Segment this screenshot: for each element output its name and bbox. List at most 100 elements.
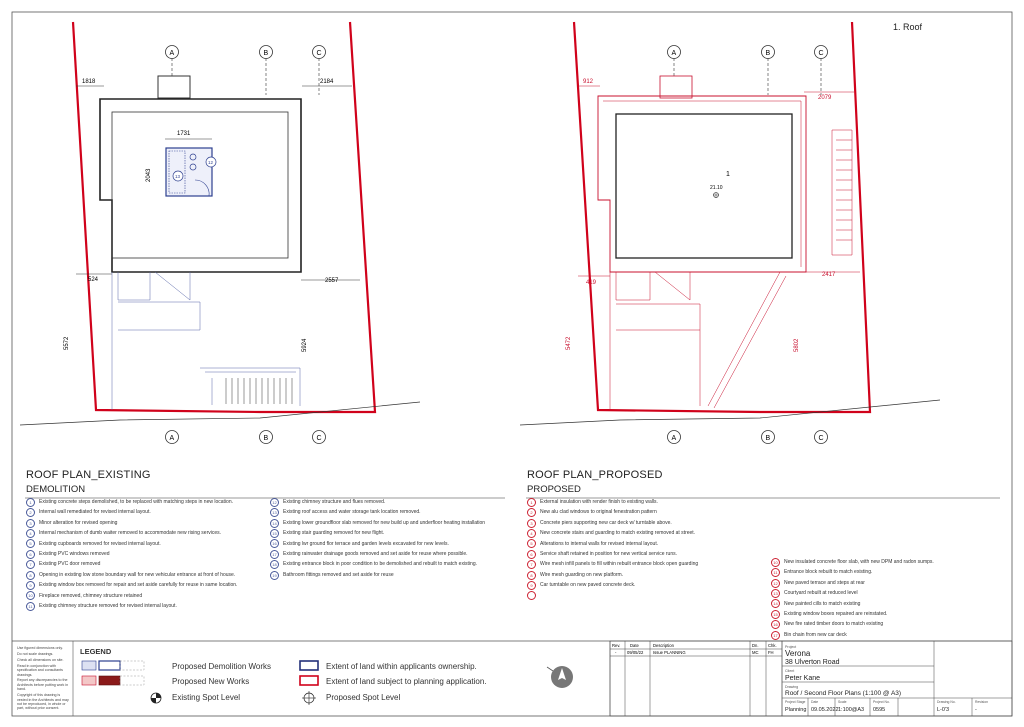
note-item: 1 External insulation with render finish …	[527, 497, 698, 507]
note-text: Existing chimney structure removed for r…	[39, 603, 177, 610]
note-item: 11 Existing chimney structure removed for…	[26, 601, 237, 611]
drawing-scale: 1:100@A3	[838, 707, 864, 713]
existing-plan-title: ROOF PLAN_EXISTING	[26, 469, 151, 481]
note-number: 4	[527, 528, 536, 538]
proposed-dim-mid-right: 2417	[822, 272, 836, 278]
note-number: 6	[26, 549, 35, 559]
existing-spot-level-icon	[150, 692, 162, 704]
legend-new-swatch	[98, 675, 121, 686]
svg-text:Issue PLANNING: Issue PLANNING	[653, 650, 686, 655]
note-number: 15	[270, 528, 279, 538]
note-number: 9	[527, 580, 536, 590]
note-number: 15	[771, 609, 780, 619]
note-number: 10	[771, 557, 780, 567]
svg-text:13: 13	[175, 174, 181, 179]
note-number: 19	[270, 570, 279, 580]
existing-lower-structure	[111, 271, 301, 410]
note-text: Existing window boxes repaired are reins…	[784, 611, 888, 618]
note-number: 7	[527, 560, 536, 570]
existing-plan: A B C 1818 2184 1731 2043 13 12	[19, 21, 421, 444]
dim-tank-h: 2043	[146, 168, 152, 182]
proposed-side-stair	[831, 129, 853, 256]
north-arrow-icon	[546, 666, 573, 688]
tag-13	[172, 170, 184, 182]
revision-row: -	[615, 650, 617, 655]
note-text: Minor alteration for revised opening	[39, 519, 118, 526]
svg-text:Project Stage: Project Stage	[785, 700, 805, 704]
svg-text:C: C	[819, 50, 824, 57]
legend-planning-label: Extent of land subject to planning appli…	[326, 677, 487, 686]
note-number	[527, 590, 536, 600]
note-text: Car turntable on new paved concrete deck…	[540, 582, 636, 589]
svg-text:Rev.: Rev.	[612, 643, 620, 648]
dim-top-right: 2184	[320, 79, 334, 85]
note-item: 8 Opening in existing low stone boundary …	[26, 570, 237, 580]
note-number: 1	[527, 497, 536, 507]
note-number: 16	[771, 620, 780, 630]
note-number: 5	[26, 539, 35, 549]
client-label: Client	[785, 669, 794, 673]
title-block-grid	[781, 640, 1013, 717]
dim-top-left: 1818	[82, 79, 96, 85]
revision-value: -	[975, 707, 977, 713]
svg-text:A: A	[170, 435, 175, 442]
dim-mid-right: 2557	[325, 278, 339, 284]
svg-text:Dn.: Dn.	[752, 643, 759, 648]
drawing-title: Roof / Second Floor Plans (1:100 @ A3)	[785, 690, 901, 697]
existing-plan-subtitle: DEMOLITION	[26, 484, 86, 495]
note-text: Entrance block rebuilt to match existing…	[784, 569, 873, 576]
note-text: Existing PVC door removed	[39, 561, 101, 568]
proposed-lower-structure	[609, 271, 787, 410]
note-text: Concrete piers supporting new car deck w…	[540, 519, 672, 526]
note-number: 8	[527, 570, 536, 580]
note-text: Service shaft retained in position for n…	[540, 551, 678, 558]
svg-text:B: B	[264, 435, 269, 442]
note-text: External insulation with render finish t…	[540, 499, 658, 505]
note-number: 1	[26, 497, 35, 507]
disclaimer-line: Use figured dimensions only.	[17, 646, 63, 650]
note-text: Opening in existing low stone boundary w…	[39, 571, 236, 578]
note-number: 11	[26, 601, 35, 611]
proposed-grid-top: A B C	[667, 45, 828, 95]
note-item: 19 Bathroom fittings removed and set asid…	[270, 570, 485, 580]
note-number: 14	[771, 599, 780, 609]
note-text: New alu clad windows to original fenestr…	[540, 509, 657, 516]
note-text: Bathroom fittings removed and set aside …	[283, 571, 394, 578]
svg-text:Revision: Revision	[975, 700, 988, 704]
note-text: Existing stair guarding removed for new …	[283, 530, 385, 537]
existing-grid-bottom: A B C	[165, 430, 326, 444]
svg-text:Date: Date	[630, 643, 640, 648]
note-number: 7	[26, 560, 35, 570]
svg-text:Drawing No.: Drawing No.	[937, 700, 956, 704]
grid-label-b: B	[264, 50, 269, 57]
note-number: 2	[26, 508, 35, 518]
svg-text:Description: Description	[653, 643, 675, 648]
svg-text:FH: FH	[768, 650, 774, 655]
proposed-footpath	[519, 399, 941, 426]
svg-text:B: B	[766, 50, 771, 57]
proposed-plan: A B C 912 2079 1 21.10	[519, 21, 941, 444]
legend-demolition-swatch-light	[81, 660, 97, 671]
note-number: 8	[26, 570, 35, 580]
note-number: 3	[527, 518, 536, 528]
disclaimer-line: Report any discrepancies to the Architec…	[17, 678, 69, 692]
note-number: 12	[771, 578, 780, 588]
legend-demolition-swatch	[98, 660, 121, 671]
tag-12	[205, 156, 217, 168]
disclaimer-line: Check all dimensions on site.	[17, 657, 64, 662]
svg-text:Scale: Scale	[838, 700, 847, 704]
existing-notes-col1: 1 Existing concrete steps demolished, to …	[26, 497, 237, 611]
project-address: 38 Ulverton Road	[785, 659, 840, 666]
note-text: Existing lower groundfloor slab removed …	[283, 519, 486, 526]
note-text: Existing concrete steps demolished, to b…	[39, 499, 233, 505]
